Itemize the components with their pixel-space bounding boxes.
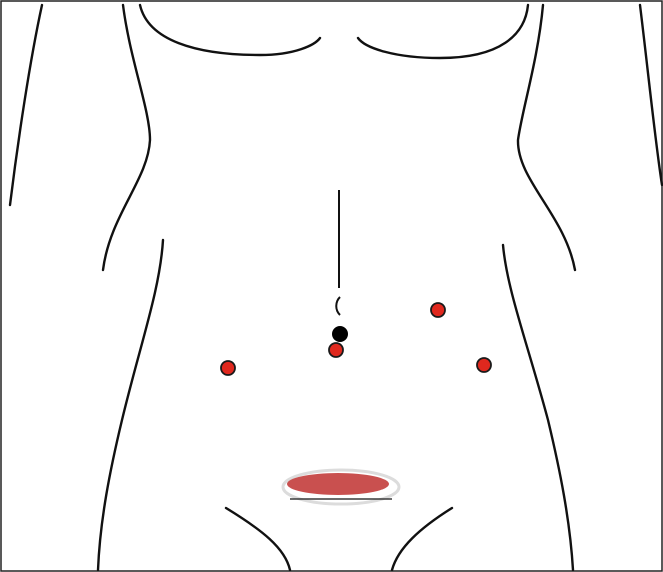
left-torso-outline <box>103 5 150 270</box>
port-site-left-upper <box>431 303 445 317</box>
chest-outline-right <box>358 5 528 58</box>
left-hip-outline <box>98 240 163 570</box>
umbilicus-curve <box>336 297 340 315</box>
right-arm-outline <box>640 5 662 185</box>
pfannenstiel-incision <box>283 470 399 504</box>
left-groin-outline <box>226 508 290 570</box>
port-site-left-lateral <box>477 358 491 372</box>
incision-fill <box>287 473 389 495</box>
right-groin-outline <box>392 508 452 570</box>
umbilicus-marker <box>332 326 348 342</box>
right-hip-outline <box>503 245 573 570</box>
left-arm-outline <box>10 5 42 205</box>
chest-outline-left <box>140 5 320 55</box>
port-site-right-lateral <box>221 361 235 375</box>
right-torso-outline <box>518 5 575 270</box>
port-site-umbilical <box>329 343 343 357</box>
